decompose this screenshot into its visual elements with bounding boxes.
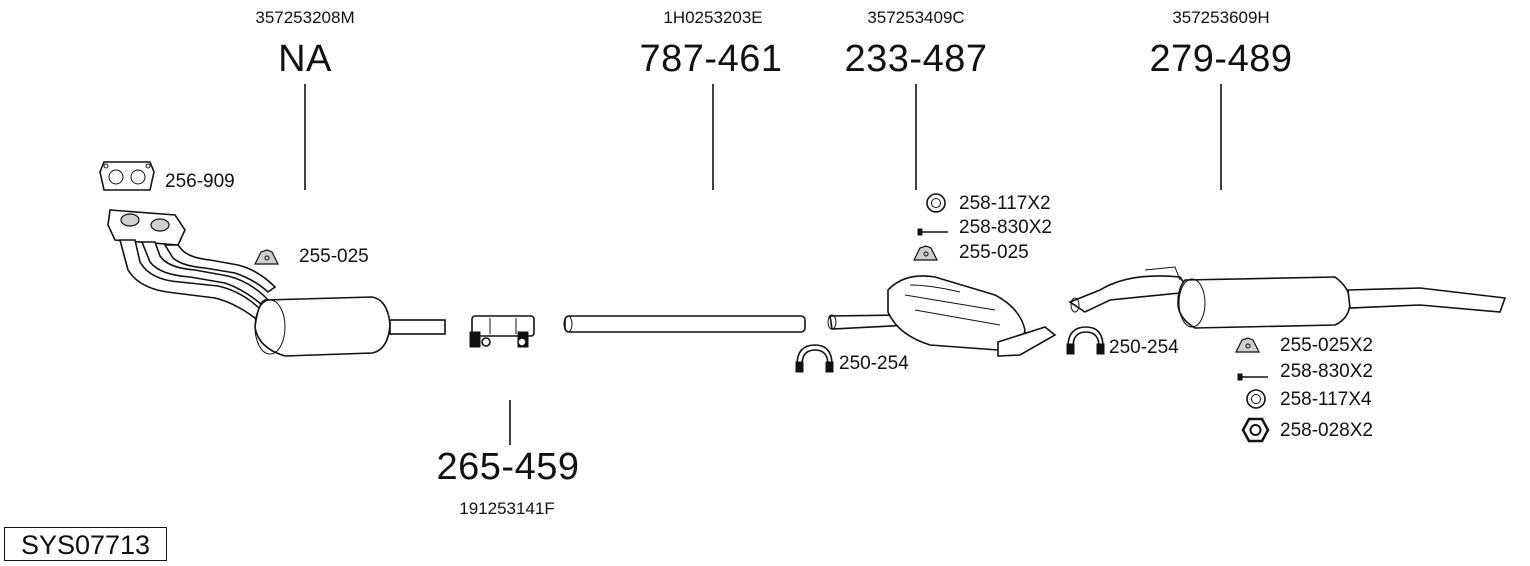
acc-label-gasket[interactable]: 256-909 bbox=[165, 171, 235, 192]
oem-number-centre-silencer: 357253409C bbox=[867, 8, 965, 27]
acc-label-rear-hanger[interactable]: 255-025X2 bbox=[1280, 335, 1373, 356]
rear-nut-icon bbox=[1241, 417, 1270, 443]
rear-hanger-icon bbox=[1235, 337, 1260, 353]
system-code-box: SYS07713 bbox=[4, 527, 167, 561]
acc-label-rear-bolt[interactable]: 258-830X2 bbox=[1280, 361, 1373, 382]
part-number-middle-pipe[interactable]: 787-461 bbox=[639, 38, 783, 80]
acc-label-rear-ring[interactable]: 258-117X4 bbox=[1280, 389, 1372, 410]
centre-silencer-part bbox=[827, 275, 1057, 357]
front-hanger-icon bbox=[254, 249, 279, 265]
acc-label-centre-hanger[interactable]: 255-025 bbox=[959, 242, 1029, 263]
front-pipe-part bbox=[107, 209, 446, 357]
gasket-icon bbox=[99, 161, 155, 191]
oem-number-clamp: 191253141F bbox=[459, 499, 555, 518]
acc-label-centre-ring[interactable]: 258-117X2 bbox=[959, 193, 1051, 214]
oem-number-front-pipe: 357253208M bbox=[255, 8, 355, 27]
centre-hanger-icon bbox=[913, 245, 938, 261]
acc-label-centre-bolt[interactable]: 258-830X2 bbox=[959, 217, 1052, 238]
clamp-part bbox=[469, 315, 535, 348]
rear-silencer-part bbox=[1068, 266, 1507, 329]
acc-label-centre-clamp[interactable]: 250-254 bbox=[839, 353, 909, 374]
rear-clamp-icon bbox=[1066, 326, 1105, 355]
part-number-centre-silencer[interactable]: 233-487 bbox=[844, 38, 988, 80]
centre-clamp-icon bbox=[795, 344, 834, 373]
acc-label-rear-clamp[interactable]: 250-254 bbox=[1109, 337, 1179, 358]
acc-label-rear-nut[interactable]: 258-028X2 bbox=[1280, 420, 1373, 441]
centre-ring-icon bbox=[926, 193, 946, 213]
acc-label-front-hanger[interactable]: 255-025 bbox=[299, 246, 369, 267]
rear-ring-icon bbox=[1246, 389, 1266, 409]
oem-number-rear-silencer: 357253609H bbox=[1172, 8, 1270, 27]
part-number-clamp[interactable]: 265-459 bbox=[436, 446, 580, 488]
oem-number-middle-pipe: 1H0253203E bbox=[663, 8, 763, 27]
part-number-rear-silencer[interactable]: 279-489 bbox=[1149, 38, 1293, 80]
rear-bolt-icon bbox=[1237, 373, 1268, 381]
part-number-front-pipe[interactable]: NA bbox=[278, 38, 332, 80]
middle-pipe-part bbox=[563, 315, 806, 333]
centre-bolt-icon bbox=[917, 228, 948, 236]
